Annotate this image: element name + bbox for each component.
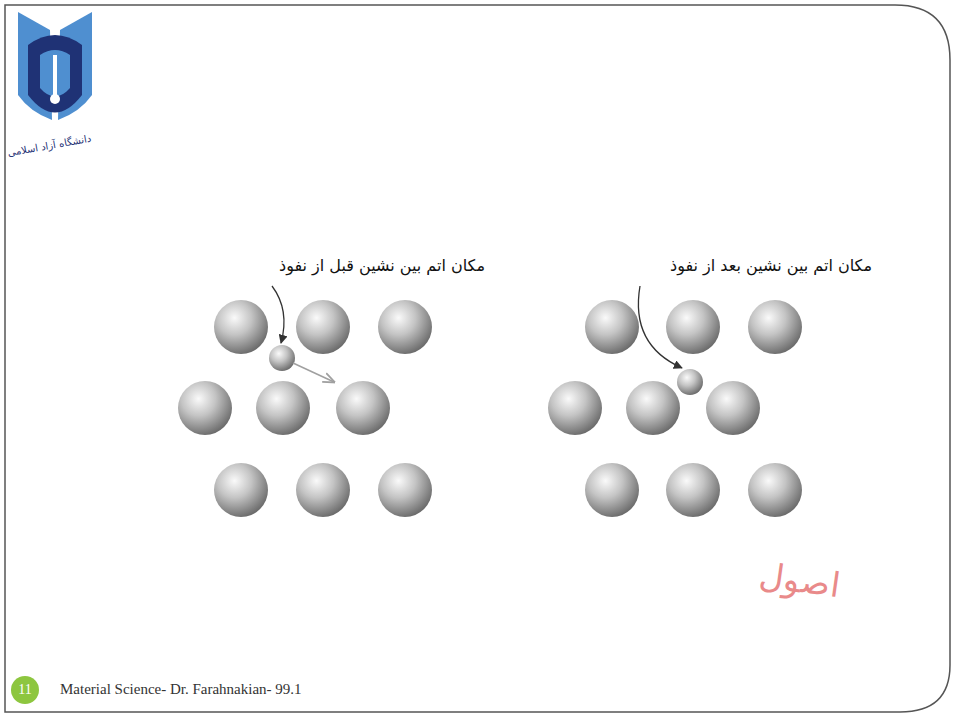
university-logo (18, 12, 92, 120)
jump-arrow (293, 363, 334, 382)
logo-text: دانشگاه آزاد اسلامی (7, 133, 92, 159)
lattice-before (178, 300, 432, 517)
leader-line (272, 286, 284, 343)
callout-label: مکان اتم بین نشین قبل از نفوذ (279, 256, 485, 275)
watermark: اصول (757, 555, 843, 606)
callout-label: مکان اتم بین نشین بعد از نفوذ (670, 256, 872, 275)
lattice-after (548, 300, 802, 517)
footer-text: Material Science- Dr. Farahnakian- 99.1 (60, 681, 302, 698)
leader-line (638, 286, 682, 368)
page-number: 11 (18, 682, 31, 698)
slide-frame (5, 5, 950, 712)
page-number-badge: 11 (11, 676, 39, 704)
